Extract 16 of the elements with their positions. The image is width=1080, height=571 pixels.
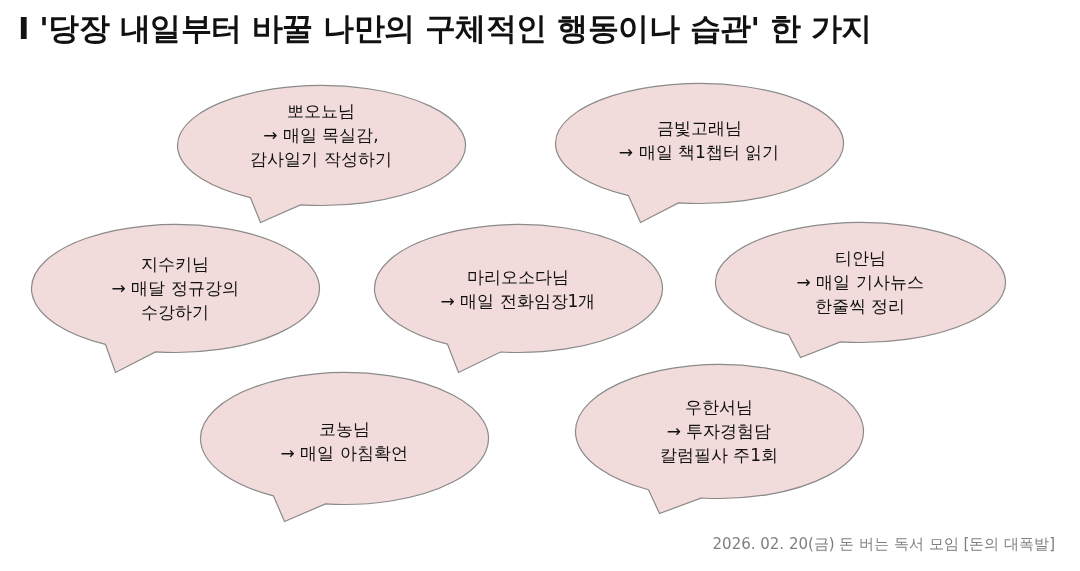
habit-text: → 매일 기사뉴스 한줄씩 정리: [795, 271, 925, 318]
habit-text: → 매일 아침확언: [280, 442, 408, 465]
speaker-name: 티안님: [834, 247, 886, 270]
speaker-name: 뽀오뇨님: [287, 100, 355, 123]
page-title: I '당장 내일부터 바꿀 나만의 구체적인 행동이나 습관' 한 가지: [18, 9, 872, 48]
habit-text: → 매일 목실감, 감사일기 작성하기: [249, 124, 393, 171]
habit-text: → 투자경험담 칼럼필사 주1회: [658, 420, 780, 467]
habit-text: → 매일 전화임장1개: [440, 290, 596, 313]
speaker-name: 코농님: [318, 418, 370, 441]
speaker-name: 우한서님: [685, 396, 753, 419]
habit-text: → 매달 정규강의 수강하기: [110, 277, 240, 324]
footer-note: 2026. 02. 20(금) 돈 버는 독서 모임 [돈의 대폭발]: [712, 535, 1055, 554]
speaker-name: 금빛고래님: [656, 117, 742, 140]
speaker-name: 지수키님: [141, 253, 209, 276]
habit-text: → 매일 책1챕터 읽기: [618, 141, 780, 164]
speaker-name: 마리오소다님: [467, 266, 569, 289]
